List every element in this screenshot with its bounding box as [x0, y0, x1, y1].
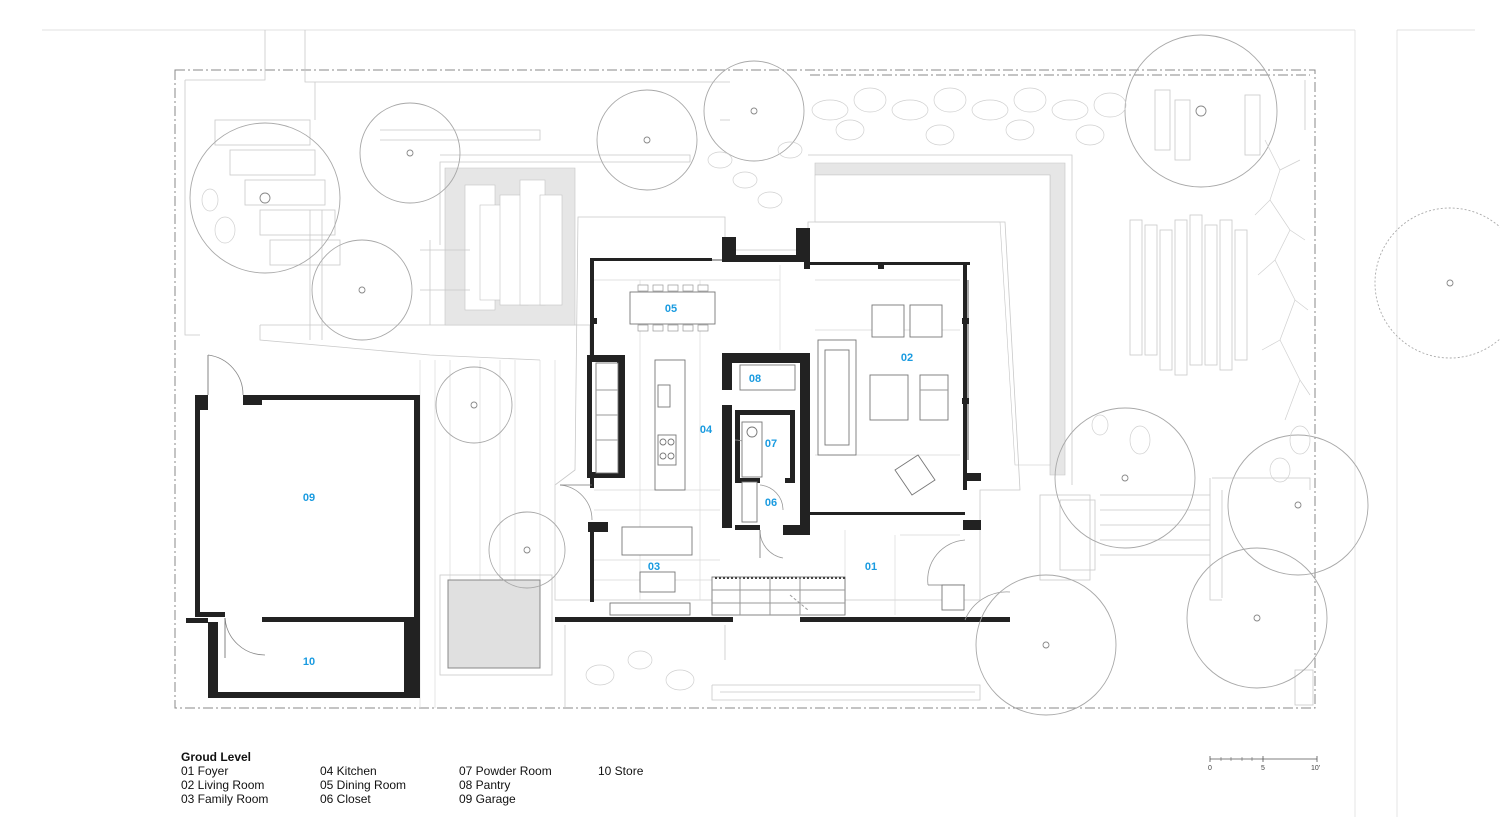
room-label-03: 03 [648, 561, 660, 573]
room-label-09: 09 [303, 492, 315, 504]
legend-column: 01 Foyer 02 Living Room 03 Family Room [181, 764, 268, 806]
stairs [711, 576, 846, 616]
room-label-01: 01 [865, 561, 877, 573]
driveway-lines [419, 360, 556, 708]
legend-item: 02 Living Room [181, 778, 265, 792]
furniture [595, 284, 965, 616]
kitchen-island [654, 359, 686, 491]
room-label-04: 04 [700, 424, 713, 436]
property-boundary [174, 69, 1316, 709]
legend-item: 04 Kitchen [320, 764, 377, 778]
legend-title: Groud Level [181, 750, 252, 764]
shrubs [201, 87, 1311, 691]
trees [189, 34, 1500, 716]
terrace-steps [464, 179, 563, 311]
room-label-06: 06 [765, 497, 777, 509]
legend-item: 07 Powder Room [459, 764, 552, 778]
coffee-table [869, 374, 909, 421]
room-label-07: 07 [765, 438, 777, 450]
dining-table [629, 291, 716, 325]
legend-item: 06 Closet [320, 792, 371, 806]
legend-item: 08 Pantry [459, 778, 511, 792]
legend-item: 03 Family Room [181, 792, 269, 806]
garden-steps [214, 119, 341, 266]
legend-item: 10 Store [598, 764, 644, 778]
room-label-02: 02 [901, 352, 913, 364]
house-walls [555, 228, 1010, 622]
room-label-08: 08 [749, 373, 761, 385]
scale-tick-label: 5 [1261, 765, 1265, 772]
legend-item: 01 Foyer [181, 764, 229, 778]
legend-column: 04 Kitchen 05 Dining Room 06 Closet [320, 764, 406, 806]
legend-column: 07 Powder Room 08 Pantry 09 Garage [459, 764, 552, 806]
scale-tick-label: 0 [1208, 765, 1212, 772]
room-label-05: 05 [665, 303, 677, 315]
legend-item: 05 Dining Room [320, 778, 407, 792]
garage-walls [186, 354, 420, 698]
planting-rows [1129, 89, 1261, 376]
windows [590, 259, 969, 460]
legend-column: 10 Store [598, 764, 643, 778]
scale-tick-label: 10' [1311, 765, 1320, 772]
legend-item: 09 Garage [459, 792, 516, 806]
room-label-10: 10 [303, 656, 315, 668]
scale-bar: 0 5 10' [1208, 756, 1320, 772]
